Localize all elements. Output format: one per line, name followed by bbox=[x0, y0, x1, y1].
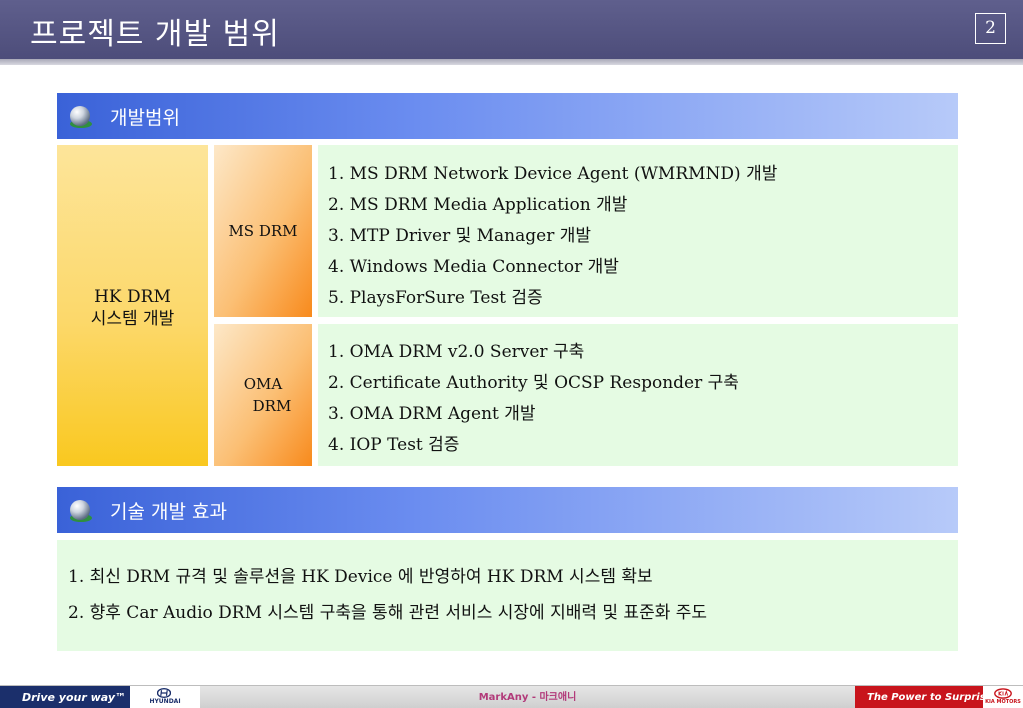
ms-drm-label: MS DRM bbox=[228, 222, 298, 240]
hyundai-logo-text: HYUNDAI bbox=[149, 698, 181, 705]
page-title: 프로젝트 개발 범위 bbox=[30, 17, 280, 52]
title-bar: 프로젝트 개발 범위 2 bbox=[0, 0, 1023, 59]
oma-drm-label-line2: DRM bbox=[252, 397, 292, 415]
oma-drm-label-line1: OMA bbox=[243, 375, 283, 393]
effects-list: 1. 최신 DRM 규격 및 솔루션을 HK Device 에 반영하여 HK … bbox=[68, 559, 707, 631]
effects-panel: 1. 최신 DRM 규격 및 솔루션을 HK Device 에 반영하여 HK … bbox=[57, 540, 958, 651]
ms-drm-box: MS DRM bbox=[214, 145, 312, 317]
kia-logo-text: KIA MOTORS bbox=[985, 699, 1021, 705]
list-item: 4. Windows Media Connector 개발 bbox=[328, 257, 619, 277]
list-item: 5. PlaysForSure Test 검증 bbox=[328, 288, 543, 308]
system-box: HK DRM 시스템 개발 bbox=[57, 145, 208, 466]
kia-logo: KIA MOTORS bbox=[983, 686, 1023, 708]
globe-icon bbox=[70, 106, 92, 128]
list-item: 4. IOP Test 검증 bbox=[328, 435, 460, 455]
oma-drm-list-panel: 1. OMA DRM v2.0 Server 구축 2. Certificate… bbox=[318, 324, 958, 466]
list-item: 2. MS DRM Media Application 개발 bbox=[328, 195, 628, 215]
oma-drm-box: OMA DRM bbox=[214, 324, 312, 466]
ms-drm-list: 1. MS DRM Network Device Agent (WMRMND) … bbox=[328, 159, 777, 314]
footer-left-slogan: Drive your way™ bbox=[0, 686, 130, 708]
page-number: 2 bbox=[975, 13, 1006, 44]
ms-drm-list-panel: 1. MS DRM Network Device Agent (WMRMND) … bbox=[318, 145, 958, 317]
globe-icon bbox=[70, 500, 92, 522]
section-header-scope: 개발범위 bbox=[57, 93, 958, 139]
footer-right-slogan: The Power to Surprise™ bbox=[855, 686, 1002, 708]
header-divider bbox=[0, 59, 1023, 65]
section-title: 개발범위 bbox=[110, 107, 180, 129]
system-label-line1: HK DRM bbox=[94, 287, 171, 307]
hyundai-logo: HYUNDAI bbox=[130, 686, 200, 708]
hyundai-logo-icon bbox=[157, 688, 171, 698]
section-header-effects: 기술 개발 효과 bbox=[57, 487, 958, 533]
oma-drm-list: 1. OMA DRM v2.0 Server 구축 2. Certificate… bbox=[328, 337, 739, 461]
system-label-line2: 시스템 개발 bbox=[90, 309, 175, 329]
list-item: 3. MTP Driver 및 Manager 개발 bbox=[328, 226, 592, 246]
kia-logo-icon bbox=[994, 688, 1012, 699]
list-item: 3. OMA DRM Agent 개발 bbox=[328, 404, 536, 424]
section-title: 기술 개발 효과 bbox=[110, 501, 227, 523]
footer-bar: Drive your way™ HYUNDAI MarkAny - 마크애니 T… bbox=[0, 685, 1023, 708]
list-item: 1. OMA DRM v2.0 Server 구축 bbox=[328, 342, 585, 362]
system-label: HK DRM 시스템 개발 bbox=[57, 286, 208, 330]
oma-drm-label: OMA DRM bbox=[214, 373, 312, 417]
list-item: 1. 최신 DRM 규격 및 솔루션을 HK Device 에 반영하여 HK … bbox=[68, 567, 653, 587]
list-item: 2. Certificate Authority 및 OCSP Responde… bbox=[328, 373, 739, 393]
list-item: 2. 향후 Car Audio DRM 시스템 구축을 통해 관련 서비스 시장… bbox=[68, 603, 708, 623]
footer-center-text: MarkAny - 마크애니 bbox=[478, 692, 577, 703]
list-item: 1. MS DRM Network Device Agent (WMRMND) … bbox=[328, 164, 778, 184]
